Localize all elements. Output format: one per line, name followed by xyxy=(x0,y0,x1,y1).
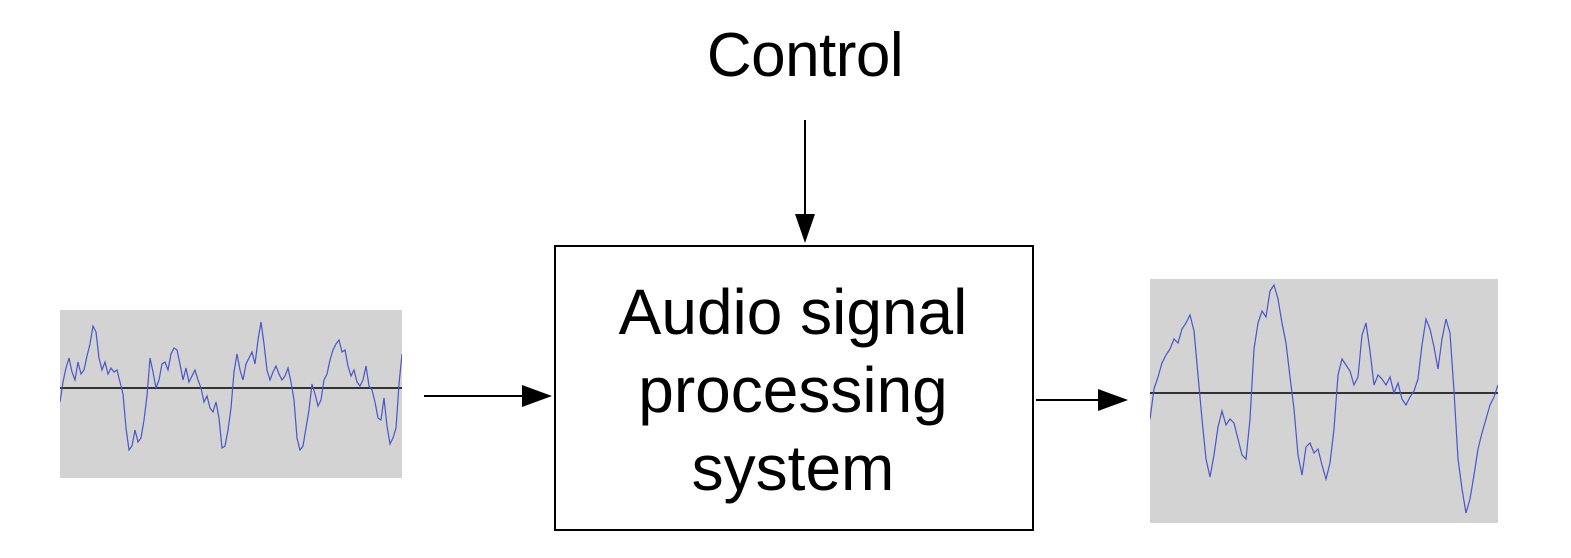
system-label: Audio signal processing system xyxy=(618,276,968,504)
input-arrow-head xyxy=(522,385,552,407)
processing-system-box: Audio signal processing system xyxy=(554,245,1034,531)
input-waveform-icon xyxy=(60,310,402,478)
control-arrow-head xyxy=(795,214,815,243)
control-label: Control xyxy=(706,21,904,90)
output-waveform-icon xyxy=(1150,279,1498,523)
input-wave-line xyxy=(60,321,402,452)
output-arrow-head xyxy=(1098,389,1128,411)
input-waveform-graphic xyxy=(60,321,402,452)
output-waveform-graphic xyxy=(1150,283,1498,514)
output-wave-line xyxy=(1150,283,1498,514)
